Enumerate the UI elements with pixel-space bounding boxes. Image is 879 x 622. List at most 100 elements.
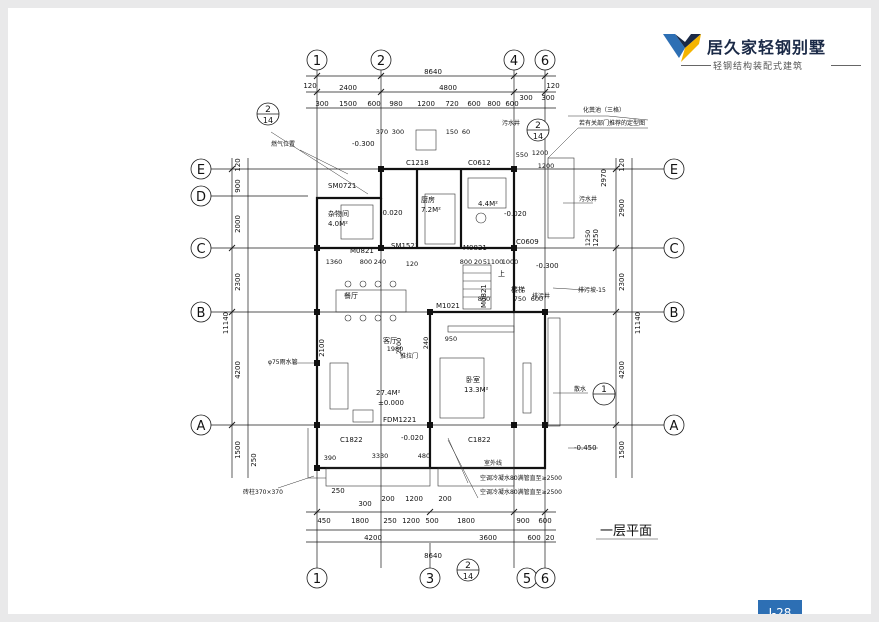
axis-label: 6 <box>541 572 549 587</box>
door-label: FDM1221 <box>383 416 416 424</box>
note: 若有关部门推荐的定型图 <box>579 119 645 127</box>
section-num: 2 <box>465 561 471 571</box>
note: 空调冷凝水80满管直至≥2500 <box>480 474 562 482</box>
door-label: C1822 <box>340 436 363 444</box>
misc-dim: 950 <box>445 335 457 343</box>
note: 排污井 <box>532 292 550 300</box>
note: 室外线 <box>484 459 502 467</box>
dim-top-detail: 300 <box>315 100 328 108</box>
elevation: -0.020 <box>504 210 527 218</box>
brand-name: 居久家轻钢别墅 <box>707 38 827 57</box>
misc-dim: 480 <box>418 452 430 460</box>
misc-dim: 550 <box>516 151 528 159</box>
note: 化粪池（三格） <box>583 106 625 114</box>
misc-dim: 1200 <box>538 162 555 170</box>
note: 推拉门 <box>400 352 418 360</box>
axis-label: A <box>670 419 679 434</box>
dim-bottom-span: 3600 <box>479 534 497 542</box>
room-dining: 餐厅 <box>344 291 358 300</box>
dim-left: 120 <box>234 158 242 171</box>
note: 排污坡-15 <box>578 286 606 294</box>
dim-bottom-small: 300 <box>358 500 371 508</box>
axis-bubble-top-4 <box>503 49 525 71</box>
brand-block: 居久家轻钢别墅 轻钢结构装配式建筑 <box>653 28 868 74</box>
axis-label: E <box>670 163 678 178</box>
brand-divider <box>831 65 861 66</box>
dim-top-detail: 600 <box>467 100 480 108</box>
dim-right: 1250 <box>592 229 600 247</box>
door-label: C1822 <box>468 436 491 444</box>
dim-left: 4200 <box>234 361 242 379</box>
misc-dim: 1360 <box>326 258 343 266</box>
door-label: SM0721 <box>328 182 356 190</box>
dim-top-detail: 800 <box>487 100 500 108</box>
section-num: 2 <box>265 105 271 115</box>
axis-bubble-right-E <box>663 158 685 180</box>
door-label: M1021 <box>436 302 460 310</box>
dim-bottom-span: 20 <box>546 534 555 542</box>
dim-right: 2900 <box>618 199 626 217</box>
axis-label: 3 <box>426 572 434 587</box>
elevation: -0.020 <box>401 434 424 442</box>
dim-top-detail: 1500 <box>339 100 357 108</box>
drawing-sheet: 1 2 4 6 1 3 5 6 E D C B A E C B A 2 14 2… <box>8 8 871 614</box>
misc-dim: 600 <box>531 295 543 303</box>
brand-divider <box>681 65 711 66</box>
room-living-area: 27.4M² <box>376 389 401 397</box>
dim-top-total: 8640 <box>424 68 442 76</box>
axis-label: C <box>196 242 205 257</box>
dim-top-extra: 120 <box>303 82 316 90</box>
dim-bottom-detail: 600 <box>538 517 551 525</box>
drawing-title: 一层平面 <box>600 524 652 539</box>
misc-dim: 390 <box>324 454 336 462</box>
room-bedroom-area: 13.3M² <box>464 386 489 394</box>
axis-label: E <box>197 163 205 178</box>
dim-bottom-detail: 500 <box>425 517 438 525</box>
misc-dim: 1100 <box>487 258 504 266</box>
misc-dim: 60 <box>462 128 470 136</box>
axis-label: A <box>197 419 206 434</box>
dim-left: 1500 <box>234 441 242 459</box>
axis-label: 2 <box>377 54 385 69</box>
dim-left: 250 <box>250 453 258 466</box>
dim-bottom-detail: 1800 <box>457 517 475 525</box>
dim-top-detail: 1200 <box>417 100 435 108</box>
axis-bubble-top-6 <box>534 49 556 71</box>
elevation: -0.020 <box>380 209 403 217</box>
door-label: M0821 <box>480 284 488 308</box>
dim-bottom-small: 250 <box>331 487 344 495</box>
dim-left: 900 <box>234 179 242 192</box>
misc-dim: 1200 <box>532 149 549 157</box>
page-label-badge: J-28 <box>758 600 802 614</box>
dim-bottom-span: 600 <box>527 534 540 542</box>
section-den: 14 <box>463 572 473 581</box>
elevation: -0.450 <box>574 444 597 452</box>
axis-bubble-right-A <box>663 414 685 436</box>
axis-bubble-top-1 <box>306 49 328 71</box>
dim-right: 1500 <box>618 441 626 459</box>
dim-top-detail: 980 <box>389 100 402 108</box>
axis-label: B <box>670 306 679 321</box>
axis-label: 4 <box>510 54 518 69</box>
section-num: 1 <box>601 385 607 395</box>
dim-bottom-total: 8640 <box>424 552 442 560</box>
room-storage-area: 4.0M² <box>328 220 348 228</box>
axis-label: 5 <box>523 572 531 587</box>
note: 燃气位置 <box>271 140 295 148</box>
axis-bubble-left-D <box>190 185 212 207</box>
dim-top-extra: 300 <box>519 94 532 102</box>
dim-top-detail: 720 <box>445 100 458 108</box>
note: 砖柱370×370 <box>243 488 283 496</box>
dim-top-extra: 120 <box>546 82 559 90</box>
dim-bottom-detail: 1800 <box>351 517 369 525</box>
note: 空调冷凝水80满管直至≥2500 <box>480 488 562 496</box>
dim-right: 2970 <box>600 169 608 187</box>
axis-label: D <box>196 190 206 205</box>
door-label: M0821 <box>350 247 374 255</box>
misc-dim: 2100 <box>395 338 403 355</box>
misc-dim: 800 <box>460 258 472 266</box>
axis-label: 1 <box>313 54 321 69</box>
dim-top-extra: 300 <box>541 94 554 102</box>
logo-icon <box>663 34 701 62</box>
misc-dim: 370 <box>376 128 388 136</box>
